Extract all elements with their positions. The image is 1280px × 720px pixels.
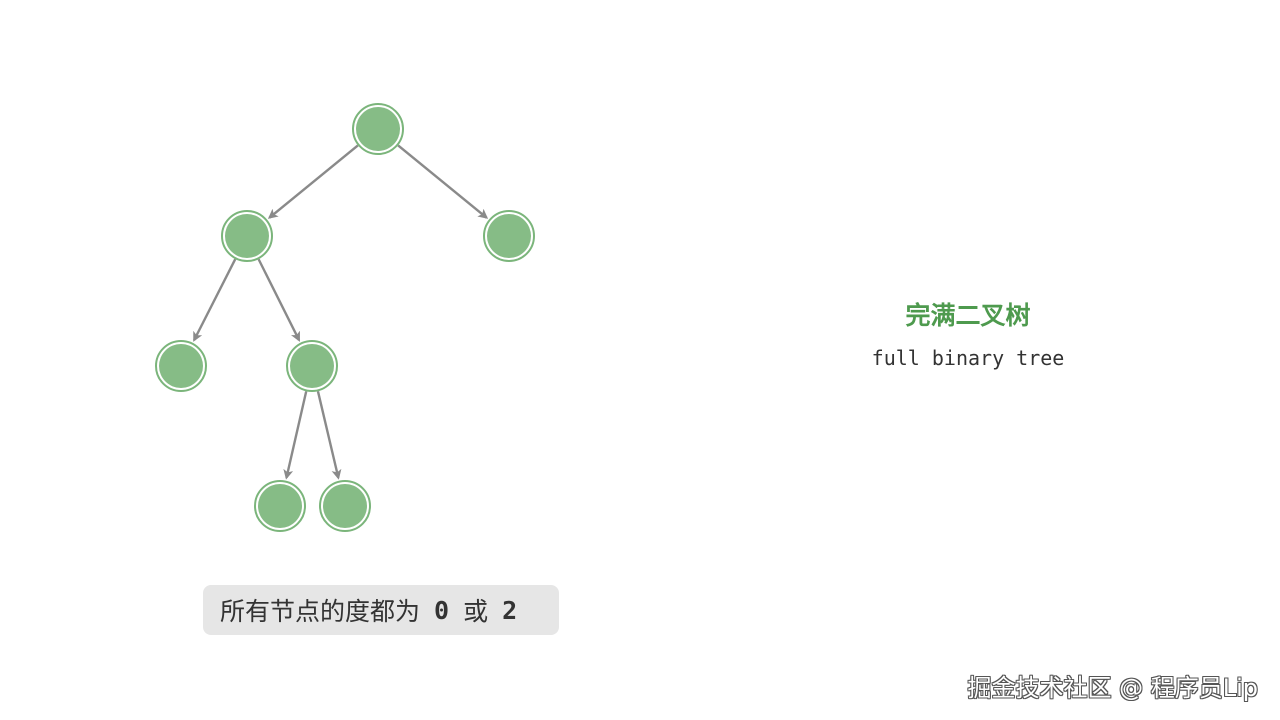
caption-degree-two: 2	[502, 595, 518, 625]
edge-left-to-left-left	[193, 258, 237, 342]
tree-node-left-right	[286, 340, 338, 392]
caption-text: 所有节点的度都为	[220, 597, 421, 626]
edge-root-to-left	[267, 144, 359, 219]
diagram-title: 完满二叉树	[905, 301, 1031, 330]
node-fill	[258, 484, 302, 528]
diagram-subtitle: full binary tree	[871, 346, 1065, 370]
edge-left-right-to-left-right-right	[316, 391, 342, 480]
watermark: 掘金技术社区 @ 程序员Lip	[967, 674, 1258, 702]
tree-edges	[193, 144, 489, 480]
edge-left-to-left-right	[257, 258, 301, 342]
caption-or: 或	[463, 597, 489, 626]
tree-node-left-right-right	[319, 480, 371, 532]
edge-left-right-to-left-right-left	[283, 391, 308, 480]
node-fill	[290, 344, 334, 388]
node-fill	[487, 214, 531, 258]
tree-node-right	[483, 210, 535, 262]
node-fill	[225, 214, 269, 258]
node-fill	[159, 344, 203, 388]
caption-degree-zero: 0	[434, 595, 450, 625]
tree-nodes	[155, 103, 535, 532]
tree-node-left-right-left	[254, 480, 306, 532]
tree-node-root	[352, 103, 404, 155]
node-fill	[323, 484, 367, 528]
tree-node-left-left	[155, 340, 207, 392]
edge-root-to-right	[397, 144, 489, 219]
node-fill	[356, 107, 400, 151]
degree-caption: 所有节点的度都为 0 或 2	[203, 585, 559, 635]
tree-node-left	[221, 210, 273, 262]
